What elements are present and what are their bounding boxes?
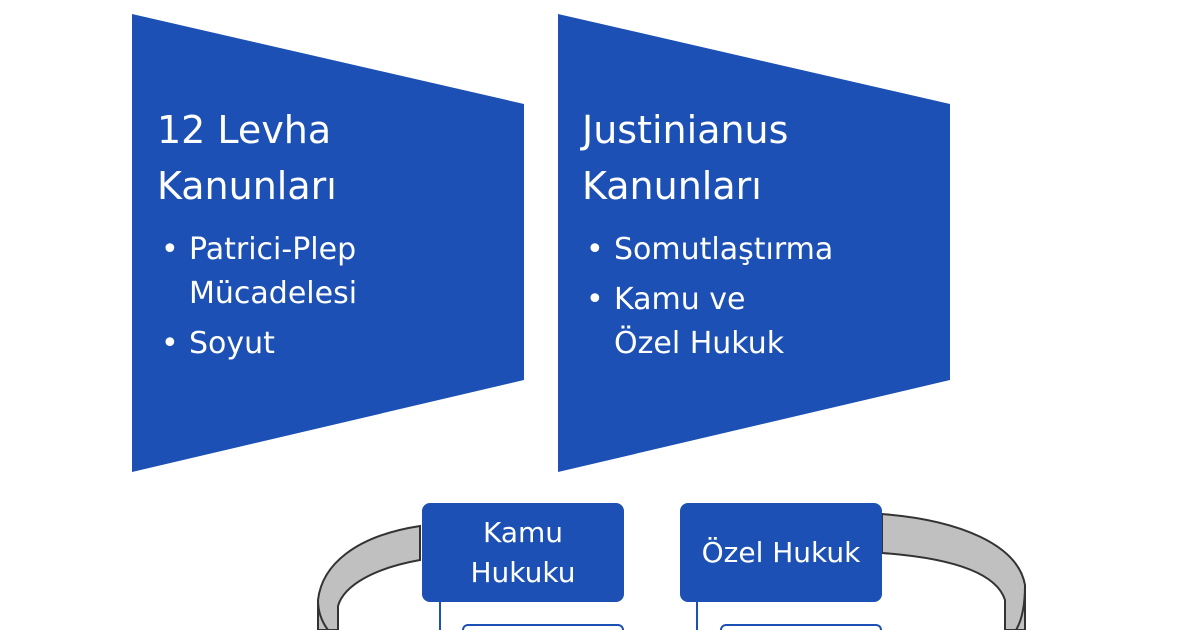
bullet-text: Patrici-Plep Mücadelesi xyxy=(189,232,358,311)
kamu-sub-box xyxy=(462,624,624,630)
panel-title: 12 Levha Kanunları xyxy=(157,102,517,214)
panel-shape-justinianus xyxy=(558,14,950,472)
kamu-hukuku-box: Kamu Hukuku xyxy=(422,503,624,602)
panel-justinianus: Justinianus Kanunları • Somutlaştırma • … xyxy=(582,102,942,372)
bullet-icon: • xyxy=(586,282,604,317)
right-curved-arrow xyxy=(881,512,1026,630)
ozel-hukuk-box: Özel Hukuk xyxy=(680,503,882,602)
panel-shape-12-levha xyxy=(132,14,524,472)
panel-title-line1: 12 Levha xyxy=(157,108,332,152)
bullet-icon: • xyxy=(161,326,179,361)
panel-bullet-list: • Patrici-Plep Mücadelesi • Soyut xyxy=(157,228,387,366)
left-curved-arrow-edge xyxy=(317,599,329,630)
bullet-text: Somutlaştırma xyxy=(614,232,834,267)
panel-title-line2: Kanunları xyxy=(157,164,337,208)
left-curved-arrow xyxy=(317,524,421,630)
panel-bullet-list: • Somutlaştırma • Kamu ve Özel Hukuk xyxy=(582,228,833,366)
panel-12-levha: 12 Levha Kanunları • Patrici-Plep Mücade… xyxy=(157,102,517,372)
right-curved-arrow-edge xyxy=(1015,584,1026,630)
bullet-icon: • xyxy=(586,232,604,267)
panel-title-line1: Justinianus xyxy=(582,108,789,152)
panel-title: Justinianus Kanunları xyxy=(582,102,942,214)
bullet-text: Kamu ve Özel Hukuk xyxy=(614,282,785,361)
kamu-hukuku-line2: Hukuku xyxy=(470,555,576,589)
panel-title-line2: Kanunları xyxy=(582,164,762,208)
bullet-text: Soyut xyxy=(189,326,275,361)
ozel-sub-box xyxy=(720,624,882,630)
kamu-hukuku-label: Kamu Hukuku xyxy=(471,513,576,593)
bullet-item: • Patrici-Plep Mücadelesi xyxy=(157,228,387,316)
kamu-hukuku-line1: Kamu xyxy=(482,515,564,549)
ozel-hukuk-label: Özel Hukuk xyxy=(701,535,861,569)
bullet-item: • Kamu ve Özel Hukuk xyxy=(582,278,812,366)
bullet-icon: • xyxy=(161,232,179,267)
bullet-item: • Soyut xyxy=(157,322,387,366)
bullet-item: • Somutlaştırma xyxy=(582,228,833,272)
